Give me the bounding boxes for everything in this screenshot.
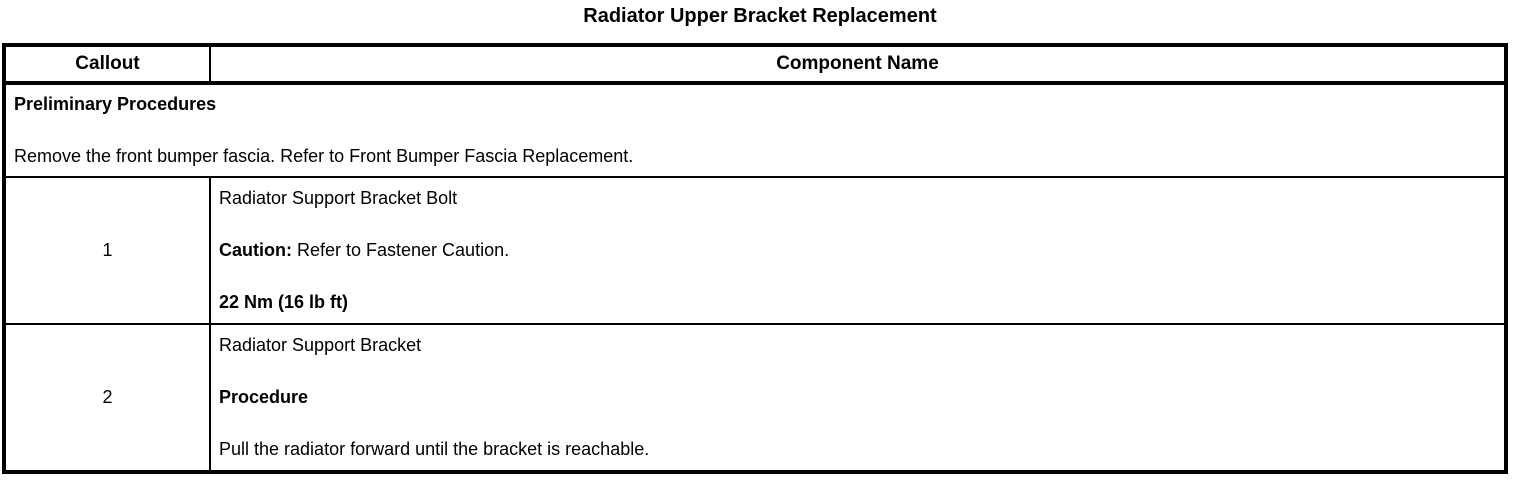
preliminary-procedures-heading: Preliminary Procedures — [14, 94, 217, 114]
callout-number: 1 — [3, 176, 211, 325]
component-name: Radiator Support Bracket — [219, 335, 422, 355]
procedure-label: Procedure — [219, 387, 309, 407]
component-cell: Radiator Support Bracket Bolt Caution: R… — [209, 176, 1507, 325]
preliminary-instruction: Remove the front bumper fascia. Refer to… — [14, 146, 634, 166]
table-header-row: Callout Component Name — [4, 45, 1506, 85]
preliminary-procedures-cell: Preliminary Procedures Remove the front … — [3, 82, 1507, 178]
caution-label: Caution: — [219, 240, 292, 260]
column-header-callout: Callout — [4, 45, 211, 85]
component-cell: Radiator Support Bracket Procedure Pull … — [209, 323, 1507, 473]
table-row: 1 Radiator Support Bracket Bolt Caution:… — [3, 176, 1507, 325]
caution-text: Refer to Fastener Caution. — [291, 240, 510, 260]
callout-number: 2 — [3, 323, 211, 473]
table-row: 2 Radiator Support Bracket Procedure Pul… — [3, 323, 1507, 473]
caution-line: Caution: Refer to Fastener Caution. — [219, 240, 1496, 261]
procedure-instruction: Pull the radiator forward until the brac… — [219, 439, 650, 459]
page-title: Radiator Upper Bracket Replacement — [583, 5, 937, 27]
component-name: Radiator Support Bracket Bolt — [219, 188, 458, 208]
column-header-component-name: Component Name — [210, 45, 1506, 85]
callout-component-table: Callout Component Name Preliminary Proce… — [2, 43, 1508, 474]
preliminary-procedures-row: Preliminary Procedures Remove the front … — [3, 82, 1507, 178]
torque-spec: 22 Nm (16 lb ft) — [219, 292, 349, 312]
